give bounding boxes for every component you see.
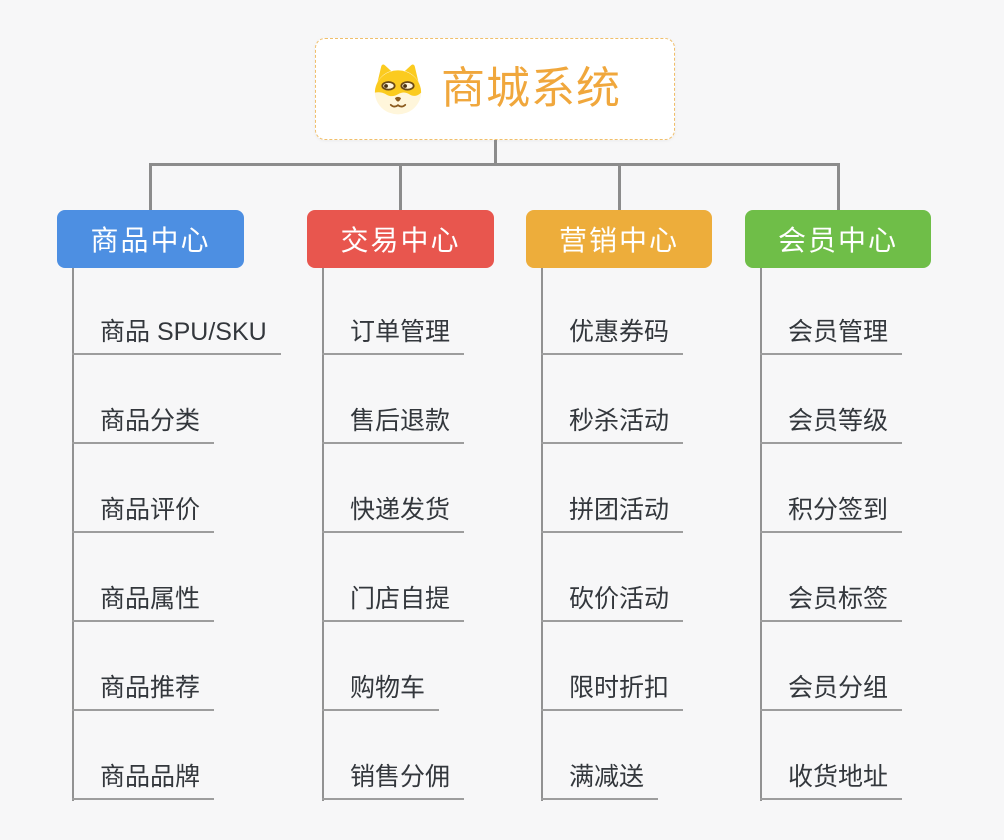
branch-item-list-member-center: 会员管理会员等级积分签到会员标签会员分组收货地址 — [760, 266, 903, 800]
leaf-label: 商品属性 — [72, 584, 215, 622]
branch-label: 营销中心 — [558, 225, 679, 256]
leaf-label: 积分签到 — [760, 495, 903, 533]
leaf-label: 销售分佣 — [322, 762, 465, 800]
connector-horizontal-rail — [149, 163, 840, 166]
leaf-node[interactable]: 销售分佣 — [322, 711, 465, 800]
branch-item-list-marketing-center: 优惠券码秒杀活动拼团活动砍价活动限时折扣满减送 — [541, 266, 684, 800]
connector-root-stem — [493, 140, 497, 166]
dog-face-icon — [374, 64, 422, 115]
leaf-label: 满减送 — [541, 762, 659, 800]
leaf-label: 秒杀活动 — [541, 406, 684, 444]
connector-drop-product-center — [149, 163, 152, 210]
leaf-node[interactable]: 会员分组 — [760, 622, 903, 711]
leaf-node[interactable]: 门店自提 — [322, 533, 465, 622]
branch-label: 会员中心 — [777, 225, 898, 256]
leaf-node[interactable]: 秒杀活动 — [541, 355, 684, 444]
root-node[interactable]: 商城系统 — [315, 38, 675, 140]
leaf-label: 优惠券码 — [541, 317, 684, 355]
branch-item-list-trade-center: 订单管理售后退款快递发货门店自提购物车销售分佣 — [322, 266, 465, 800]
leaf-label: 购物车 — [322, 673, 440, 711]
leaf-node[interactable]: 砍价活动 — [541, 533, 684, 622]
leaf-node[interactable]: 会员等级 — [760, 355, 903, 444]
leaf-label: 会员分组 — [760, 673, 903, 711]
leaf-label: 会员标签 — [760, 584, 903, 622]
leaf-node[interactable]: 订单管理 — [322, 266, 465, 355]
leaf-node[interactable]: 限时折扣 — [541, 622, 684, 711]
leaf-label: 会员管理 — [760, 317, 903, 355]
leaf-node[interactable]: 商品评价 — [72, 444, 281, 533]
leaf-node[interactable]: 商品属性 — [72, 533, 281, 622]
branch-trunk-marketing-center — [541, 268, 543, 801]
leaf-node[interactable]: 满减送 — [541, 711, 683, 800]
leaf-label: 收货地址 — [760, 762, 903, 800]
root-title: 商城系统 — [441, 64, 621, 113]
branch-node-marketing-center[interactable]: 营销中心 — [526, 210, 712, 268]
branch-node-product-center[interactable]: 商品中心 — [57, 210, 244, 268]
leaf-label: 售后退款 — [322, 406, 465, 444]
leaf-label: 商品推荐 — [72, 673, 215, 711]
branch-node-trade-center[interactable]: 交易中心 — [307, 210, 494, 268]
leaf-node[interactable]: 售后退款 — [322, 355, 465, 444]
leaf-node[interactable]: 商品分类 — [72, 355, 281, 444]
branch-item-list-product-center: 商品 SPU/SKU 商品分类商品评价商品属性商品推荐商品品牌 — [72, 266, 281, 800]
leaf-label: 商品品牌 — [72, 762, 215, 800]
leaf-node[interactable]: 商品推荐 — [72, 622, 281, 711]
leaf-node[interactable]: 会员标签 — [760, 533, 903, 622]
leaf-node[interactable]: 购物车 — [322, 622, 464, 711]
leaf-node[interactable]: 商品品牌 — [72, 711, 281, 800]
leaf-node[interactable]: 收货地址 — [760, 711, 903, 800]
branch-node-member-center[interactable]: 会员中心 — [745, 210, 931, 268]
leaf-label: 限时折扣 — [541, 673, 684, 711]
leaf-label: 快递发货 — [322, 495, 465, 533]
connector-drop-trade-center — [399, 163, 402, 210]
branch-trunk-member-center — [760, 268, 762, 801]
branch-trunk-product-center — [72, 268, 74, 801]
branch-label: 商品中心 — [90, 225, 211, 256]
leaf-label: 商品 SPU/SKU — [72, 317, 281, 355]
leaf-node[interactable]: 积分签到 — [760, 444, 903, 533]
leaf-node[interactable]: 会员管理 — [760, 266, 903, 355]
leaf-label: 拼团活动 — [541, 495, 684, 533]
branch-trunk-trade-center — [322, 268, 324, 801]
leaf-label: 会员等级 — [760, 406, 903, 444]
leaf-label: 商品评价 — [72, 495, 215, 533]
leaf-node[interactable]: 商品 SPU/SKU — [72, 266, 281, 355]
leaf-node[interactable]: 拼团活动 — [541, 444, 684, 533]
connector-drop-marketing-center — [617, 163, 621, 210]
leaf-label: 商品分类 — [72, 406, 215, 444]
leaf-label: 砍价活动 — [541, 584, 684, 622]
connector-drop-member-center — [836, 163, 840, 210]
leaf-label: 订单管理 — [322, 317, 465, 355]
leaf-node[interactable]: 快递发货 — [322, 444, 465, 533]
branch-label: 交易中心 — [340, 225, 461, 256]
leaf-node[interactable]: 优惠券码 — [541, 266, 684, 355]
leaf-label: 门店自提 — [322, 584, 465, 622]
